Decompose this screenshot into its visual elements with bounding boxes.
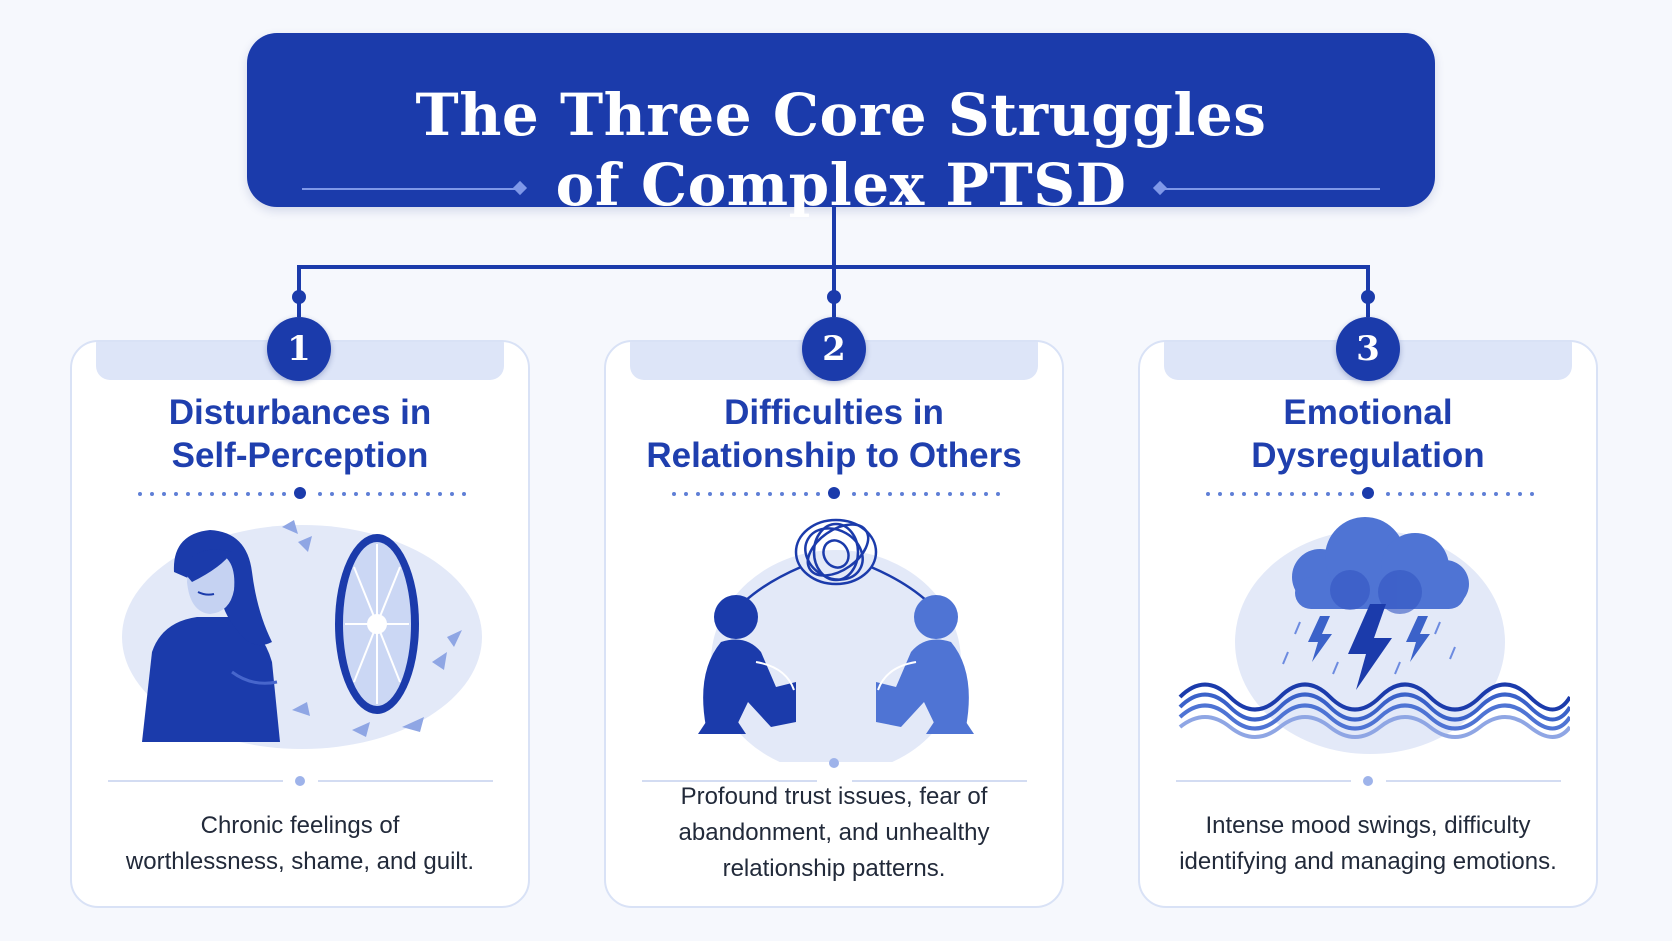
card-relationships: Difficulties in Relationship to Others: [604, 340, 1064, 908]
card-title-line-2: Dysregulation: [1251, 436, 1485, 475]
step-badge-1: 1: [267, 317, 331, 381]
divider-center-dot: [828, 487, 840, 499]
title-line-1: The Three Core Struggles: [415, 81, 1267, 149]
step-badge-2: 2: [802, 317, 866, 381]
connector-trunk: [832, 207, 836, 317]
separator-left: [108, 780, 283, 782]
dotted-divider: [1206, 492, 1534, 496]
card-self-perception: Disturbances in Self-Perception: [70, 340, 530, 908]
card-desc-line-2: worthlessness, shame, and guilt.: [125, 848, 475, 875]
separator-dot: [829, 758, 839, 768]
woman-broken-mirror-icon: [122, 520, 482, 749]
card-desc-line-1: Profound trust issues, fear of: [680, 783, 988, 810]
divider-center-dot: [1362, 487, 1374, 499]
card-desc-line-1: Intense mood swings, difficulty: [1205, 812, 1531, 839]
separator-right: [852, 780, 1027, 782]
card-title-line-2: Relationship to Others: [646, 436, 1022, 475]
separator-right: [318, 780, 493, 782]
storm-cloud-waves-icon: [1178, 517, 1570, 754]
card-title-line-2: Self-Perception: [171, 436, 429, 475]
title-banner: The Three Core Struggles of Complex PTSD: [247, 33, 1435, 219]
separator-dot: [1363, 776, 1373, 786]
step-badge-3: 3: [1336, 317, 1400, 381]
title-line-2: of Complex PTSD: [555, 151, 1127, 219]
card-desc-line-1: Chronic feelings of: [200, 812, 400, 839]
dotted-divider: [138, 492, 466, 496]
card-title-line-1: Emotional: [1283, 393, 1453, 432]
title-divider-right: [1165, 188, 1380, 190]
card-emotional-dysregulation: Emotional Dysregulation: [1138, 340, 1598, 908]
divider-center-dot: [294, 487, 306, 499]
separator-left: [1176, 780, 1351, 782]
separator-right: [1386, 780, 1561, 782]
tangled-relationship-icon: [698, 518, 974, 762]
connector-horizontal: [299, 265, 1369, 269]
card-desc-line-2: identifying and managing emotions.: [1179, 848, 1557, 875]
title-divider-left: [302, 188, 517, 190]
dotted-divider: [672, 492, 1000, 496]
card-title-line-1: Disturbances in: [168, 393, 432, 432]
separator-left: [642, 780, 817, 782]
card-title-line-1: Difficulties in: [724, 393, 944, 432]
card-desc-line-2: abandonment, and unhealthy: [678, 819, 990, 846]
separator-dot: [295, 776, 305, 786]
card-desc-line-3: relationship patterns.: [722, 855, 946, 882]
